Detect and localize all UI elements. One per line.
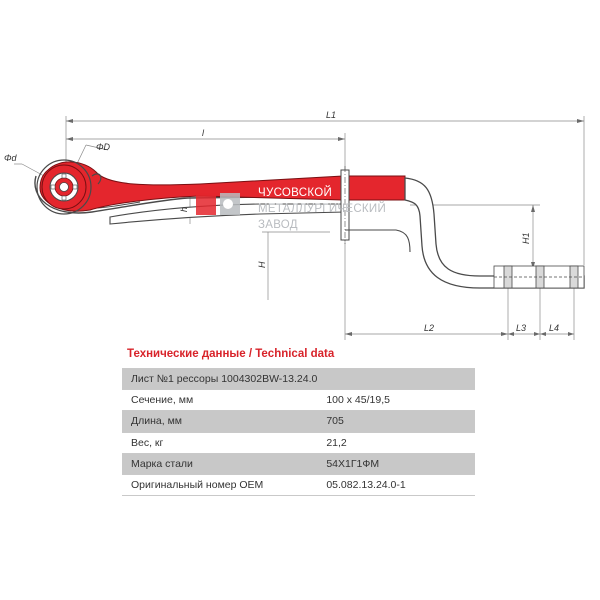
spec-value: 100 x 45/19,5 (317, 389, 475, 412)
spec-label: Сечение, мм (122, 389, 318, 412)
main-leaf-red (39, 161, 406, 212)
spec-value (317, 367, 475, 391)
spec-value: 705 (317, 410, 475, 433)
spec-row: Марка стали 54Х1Г1ФМ (122, 452, 475, 475)
dim-label-L4: L4 (549, 323, 559, 333)
dim-label-H1: H1 (521, 232, 531, 244)
dim-label-d: Φd (4, 153, 18, 163)
spec-row: Оригинальный номер OEM 05.082.13.24.0-1 (122, 473, 475, 497)
spec-label: Марка стали (122, 452, 318, 475)
spec-row: Сечение, мм 100 x 45/19,5 (122, 389, 475, 412)
watermark-line2: МЕТАЛЛУРГИЧЕСКИЙ (258, 202, 386, 215)
spec-label: Длина, мм (122, 410, 318, 433)
dim-label-l: l (202, 128, 205, 138)
watermark-line3: ЗАВОД (258, 219, 298, 231)
spec-row: Длина, мм 705 (122, 410, 475, 433)
spec-label: Вес, кг (122, 431, 318, 454)
watermark-logo: ЧУСОВСКОЙ МЕТАЛЛУРГИЧЕСКИЙ ЗАВОД (196, 186, 386, 231)
eye-bore (59, 182, 69, 192)
eye-outer-ring (36, 159, 92, 215)
leaf-spring-drawing: ЧУСОВСКОЙ МЕТАЛЛУРГИЧЕСКИЙ ЗАВОД L1 l ΦD… (4, 110, 585, 340)
spec-value: 21,2 (317, 431, 475, 454)
dim-label-H: H (257, 261, 267, 268)
spec-row: Вес, кг 21,2 (122, 431, 475, 454)
dimension-arrows (66, 119, 584, 336)
spec-row: Лист №1 рессоры 1004302BW-13.24.0 (122, 367, 475, 391)
dim-label-L2: L2 (424, 323, 434, 333)
dim-label-D: ΦD (96, 142, 111, 152)
watermark-line1: ЧУСОВСКОЙ (258, 186, 332, 199)
dim-label-L3: L3 (516, 323, 526, 333)
spec-label: Оригинальный номер OEM (122, 473, 318, 497)
eye-bushing-slots (50, 173, 78, 201)
end-pads (493, 265, 585, 289)
eye-wrap (91, 173, 102, 185)
spec-label: Лист №1 рессоры 1004302BW-13.24.0 (122, 367, 318, 391)
right-hook-inner (345, 229, 411, 253)
spec-table: Лист №1 рессоры 1004302BW-13.24.0 Сечени… (122, 367, 475, 497)
dim-label-h: h (179, 207, 189, 212)
spec-value: 54Х1Г1ФМ (317, 452, 475, 475)
spec-value: 05.082.13.24.0-1 (317, 473, 475, 497)
spec-title: Технические данные / Technical data (127, 348, 335, 360)
dim-label-L1: L1 (326, 110, 336, 120)
